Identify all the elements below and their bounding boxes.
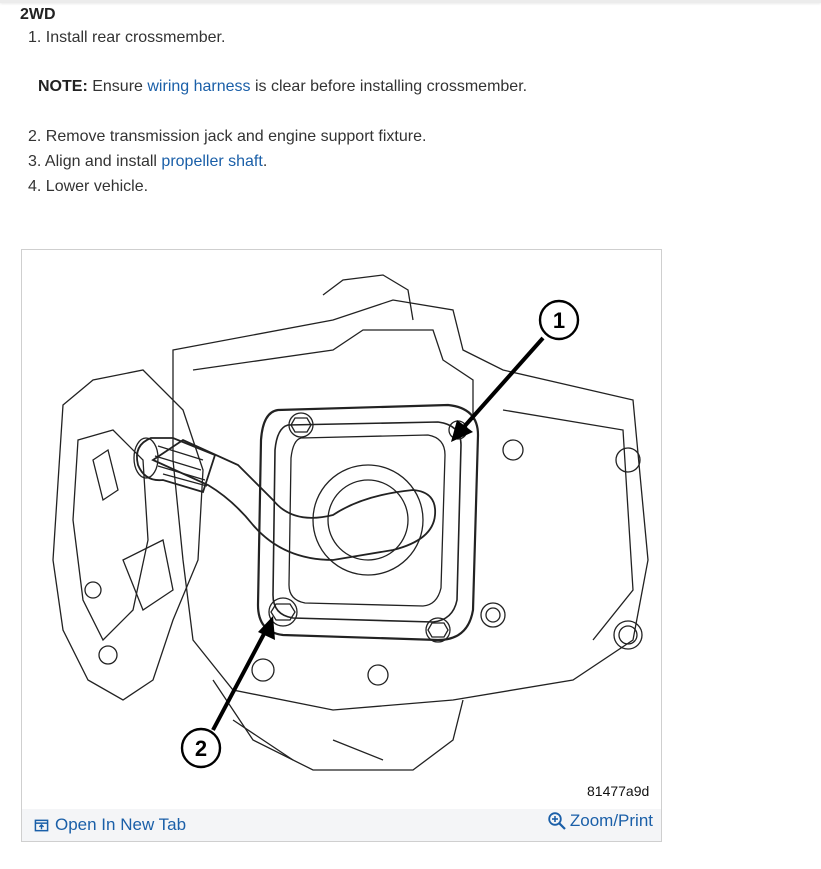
step-number: 3. [28,153,42,170]
note: NOTE: Ensure wiring harness is clear bef… [38,78,527,96]
open-in-new-tab-button[interactable]: Open In New Tab [34,815,186,835]
step-text: Install rear crossmember. [45,29,226,46]
callout-1-marker [538,299,580,341]
open-in-new-tab-icon [34,819,49,831]
open-in-new-tab-label: Open In New Tab [55,815,187,834]
note-text: Ensure [87,78,148,95]
figure-container: 1 2 81477a9d Open In New Tab Zoom/Print [21,249,662,842]
figure-footer: Open In New Tab Zoom/Print [22,809,661,841]
step-2: 2. Remove transmission jack and engine s… [28,128,426,146]
wiring-harness-link[interactable]: wiring harness [147,78,251,95]
step-text: Lower vehicle. [45,178,149,195]
callout-2-label: 2 [195,736,207,761]
figure-id: 81477a9d [587,783,650,799]
section-title: 2WD [20,6,56,23]
step-number: 2. [28,128,42,145]
zoom-print-label: Zoom/Print [569,811,653,830]
step-number: 4. [28,178,42,195]
step-text-after: . [262,153,268,170]
top-bar [0,0,821,3]
step-4: 4. Lower vehicle. [28,178,148,196]
step-text: Align and install [44,153,162,170]
step-text: Remove transmission jack and engine supp… [45,128,427,145]
step-3: 3. Align and install propeller shaft. [28,153,267,171]
propeller-shaft-link[interactable]: propeller shaft [161,153,263,170]
step-1: 1. Install rear crossmember. [28,29,225,47]
note-text-after: is clear before installing crossmember. [250,78,528,95]
magnifier-plus-icon [548,812,566,830]
step-number: 1. [28,29,42,46]
callout-1-label: 1 [553,308,565,333]
zoom-print-button[interactable]: Zoom/Print [547,811,653,831]
callout-2-marker [180,727,222,769]
note-label: NOTE: [38,78,88,95]
transmission-line-drawing: 1 2 [52,274,649,771]
